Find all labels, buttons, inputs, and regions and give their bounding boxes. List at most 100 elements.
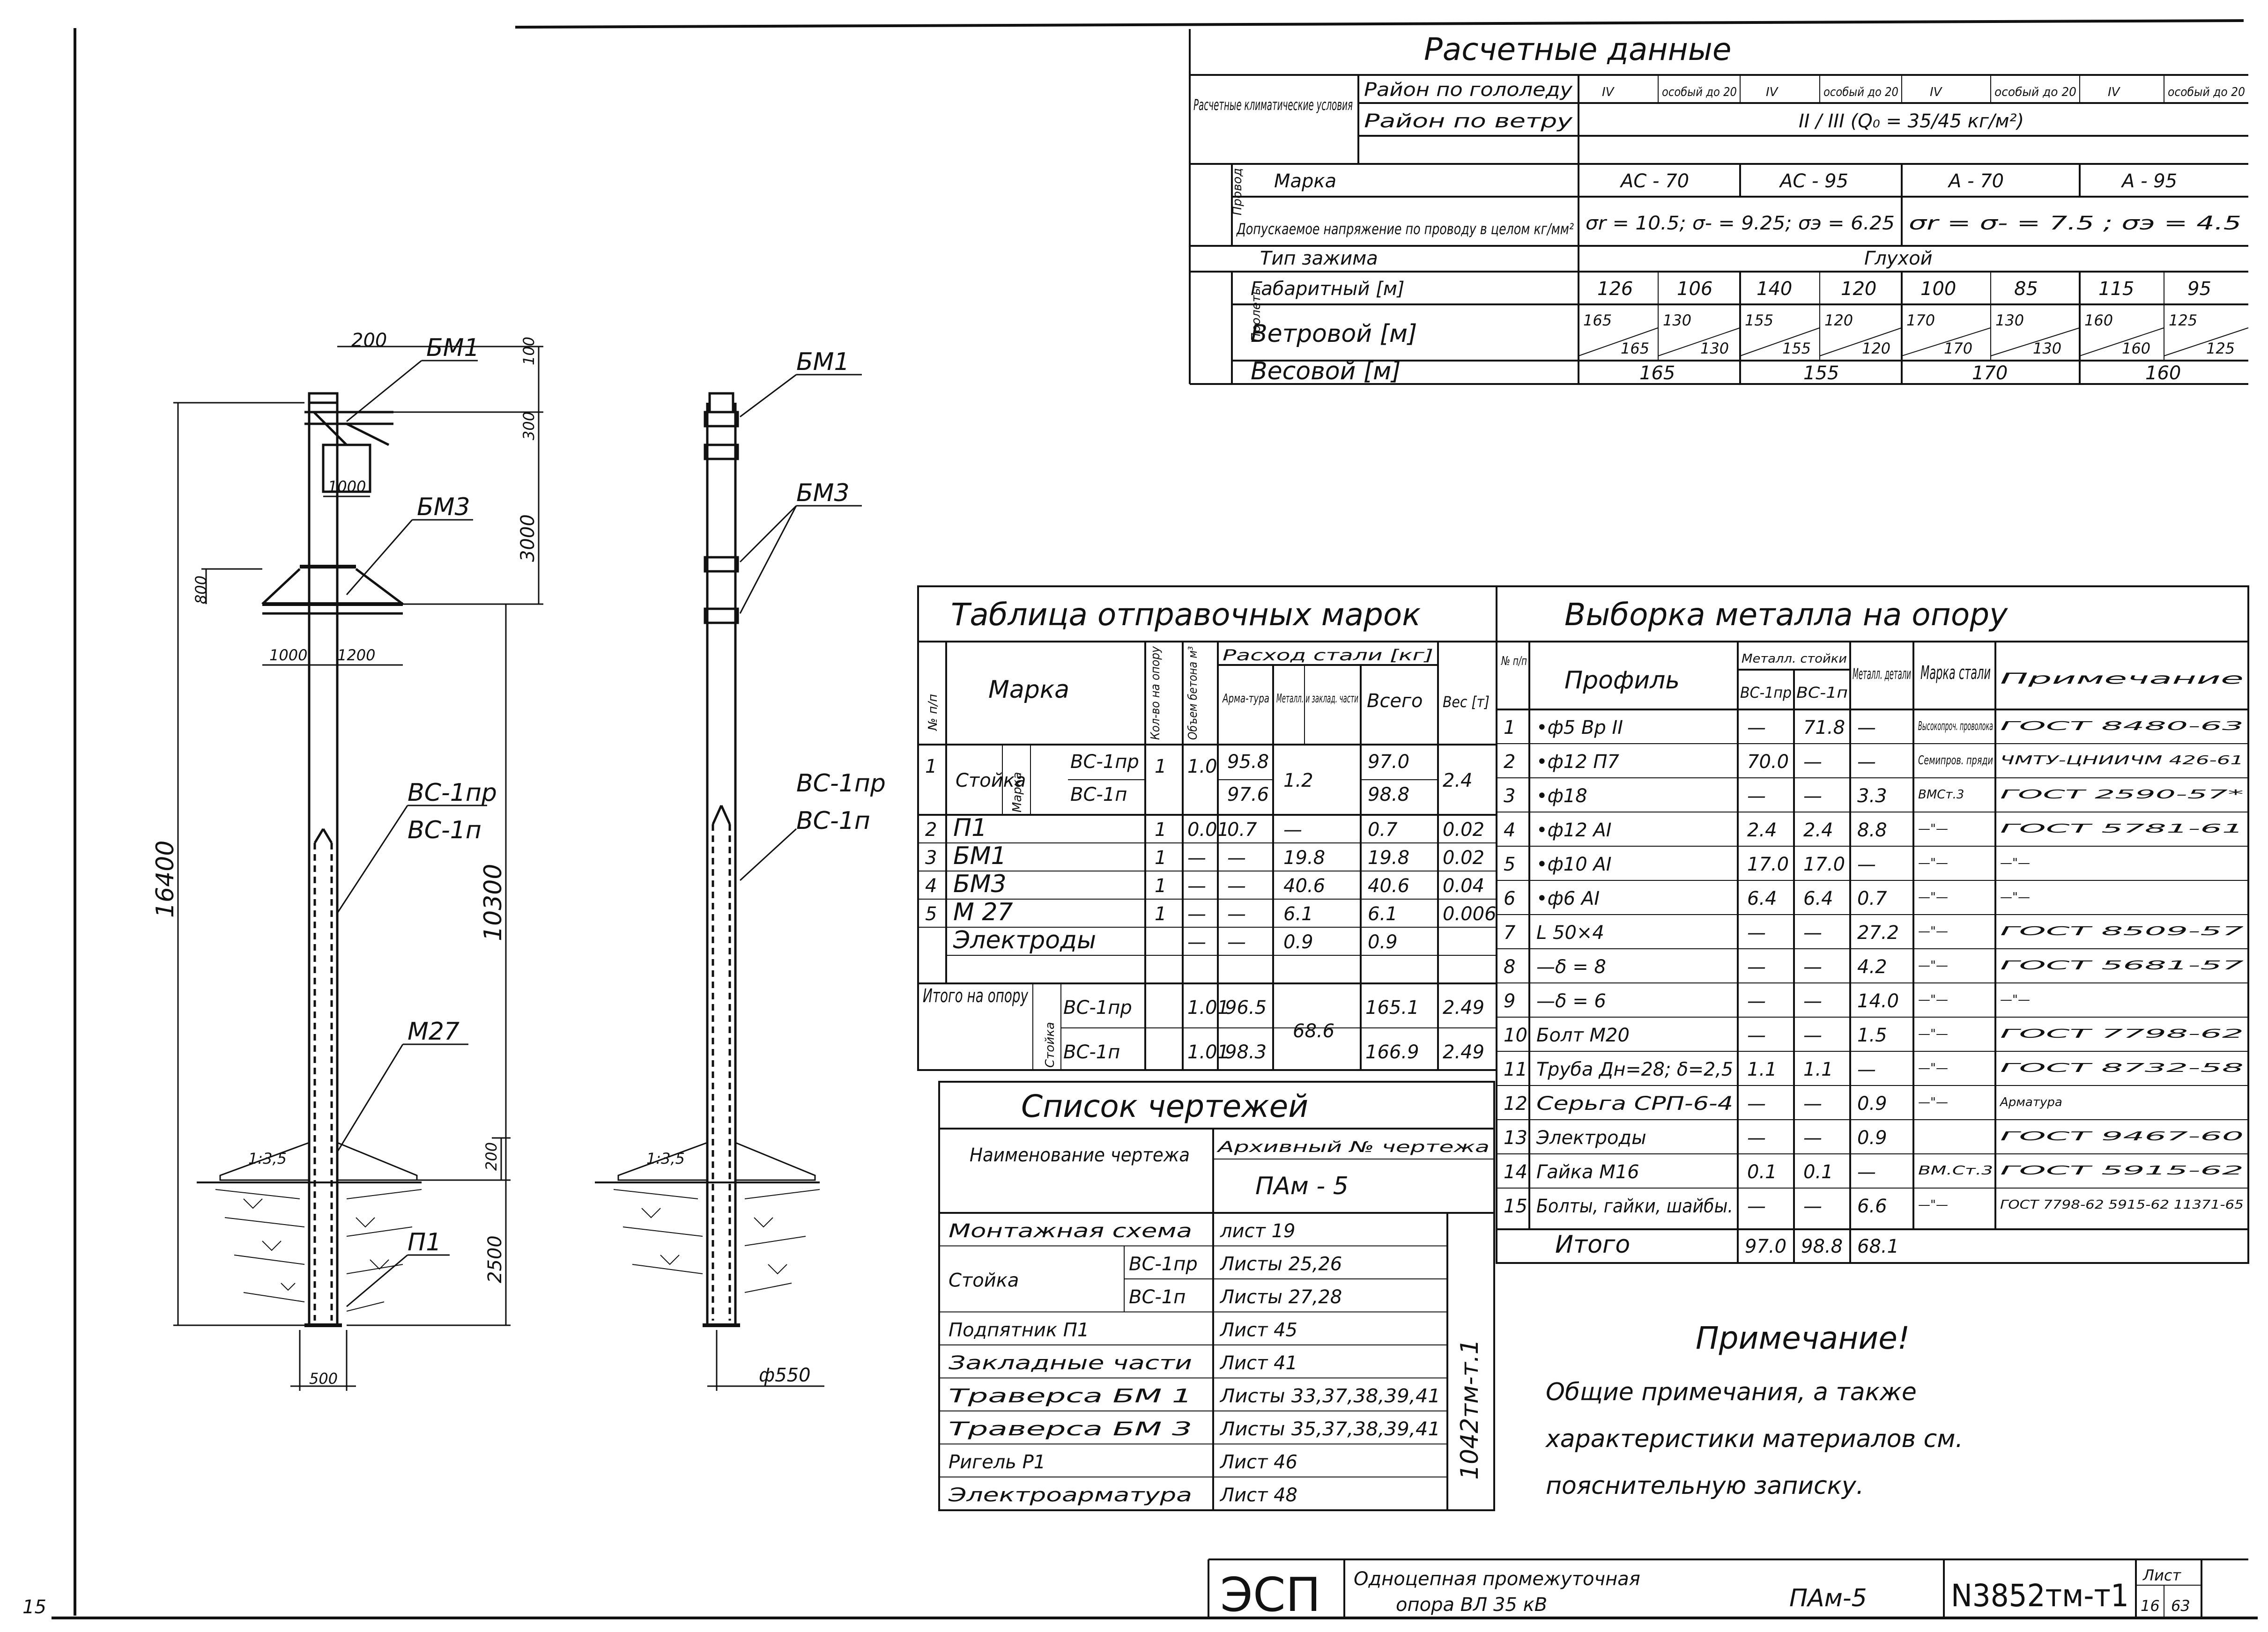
dispatch-row-vol: — [1187,875,1206,897]
svg-text:500: 500 [309,1370,338,1388]
svg-text:Металл. стойки: Металл. стойки [1742,652,1847,666]
svg-text:Марка: Марка [1010,772,1024,812]
dispatch-row-num: 4 [925,875,937,897]
dispatch-row-brand: М 27 [953,898,1013,926]
drawings-row-sheet: лист 19 [1220,1220,1295,1242]
metal-row-parts: 27.2 [1857,922,1899,944]
metal-row-num: 4 [1504,820,1515,841]
metal-row-parts: — [1857,854,1876,875]
dispatch-row-qty: 1 [1155,756,1166,777]
metal-row-vc1n: — [1803,1127,1822,1149]
metal-row-parts: 0.9 [1857,1127,1887,1149]
svg-text:155: 155 [1782,340,1811,357]
dispatch-row-qty: 1 [1155,847,1166,869]
svg-text:3000: 3000 [517,514,539,562]
metal-row-vc1np: 0.1 [1747,1161,1777,1183]
drawings-row-name: Электроарматура [948,1484,1192,1506]
metal-row-profile: Болт М20 [1536,1025,1630,1046]
dispatch-row-num: 3 [925,847,937,869]
dispatch-row-brand: ВС-1п [1070,784,1127,805]
svg-text:130: 130 [1663,311,1691,329]
svg-text:Арма-тура: Арма-тура [1222,692,1269,706]
metal-row-vc1np: 6.4 [1747,888,1777,909]
metal-row-profile: Серьга СРП-6-4 [1536,1093,1733,1115]
dispatch-row-arm: — [1227,847,1246,869]
svg-text:10300: 10300 [479,864,507,941]
metal-row-steel: —"— [1918,822,1948,836]
svg-text:115: 115 [2098,278,2134,300]
metal-row-vc1np: 1.1 [1747,1059,1777,1080]
svg-text:опора ВЛ 35 кВ: опора ВЛ 35 кВ [1396,1594,1547,1616]
dispatch-row-total: 19.8 [1368,847,1409,869]
svg-text:IV: IV [2108,85,2121,99]
metal-row-note: ГОСТ 7798-62 5915-62 11371-65 [2000,1198,2244,1212]
svg-text:Общие примечания, а также: Общие примечания, а также [1546,1378,1917,1406]
gab-label: Габаритный [м] [1251,278,1405,300]
metal-row-profile: •ф5 Вр II [1536,717,1623,738]
metal-row-note: —"— [2000,856,2030,870]
metal-row-num: 11 [1504,1059,1527,1080]
metal-row-vc1n: — [1803,956,1822,978]
svg-text:Вес [т]: Вес [т] [1443,693,1490,711]
svg-text:68.6: 68.6 [1293,1020,1334,1042]
metal-row-num: 13 [1504,1127,1527,1149]
svg-text:125: 125 [2206,340,2235,357]
metal-row-vc1np: — [1747,1127,1766,1149]
metal-row-steel: —"— [1918,924,1948,938]
metal-row-vc1n: 71.8 [1803,717,1845,738]
label-slope-right: 1:3,5 [646,1150,685,1167]
dispatch-row-metal: 6.1 [1283,903,1313,925]
metal-row-parts: 3.3 [1857,785,1887,807]
svg-text:170: 170 [1972,362,2008,384]
label-diameter: ф550 [759,1365,811,1386]
svg-text:ВС-1пр: ВС-1пр [1740,684,1792,702]
ice-region-label: Район по гололеду [1364,79,1573,101]
metal-row-num: 1 [1504,717,1515,738]
metal-row-steel: —"— [1918,890,1948,904]
metal-row-vc1n: 2.4 [1803,820,1833,841]
svg-text:Металл. детали: Металл. детали [1853,665,1911,683]
dispatch-title: Таблица отправочных марок [951,597,1421,633]
dispatch-row-qty: 1 [1155,819,1166,841]
svg-text:100: 100 [1920,278,1956,300]
metal-row-steel: —"— [1918,1027,1948,1041]
metal-row-vc1n: 6.4 [1803,888,1833,909]
dispatch-row-vol: 1.0 [1187,756,1217,777]
drawings-row-name: Монтажная схема [949,1220,1192,1242]
label-p1: П1 [408,1228,441,1256]
dispatch-row-mass: 0.04 [1443,875,1484,897]
metal-row-parts: 1.5 [1857,1025,1887,1046]
wind-region-value: II / III (Q₀ = 35/45 кг/м²) [1799,111,2024,132]
metal-row-parts: 14.0 [1857,990,1899,1012]
dispatch-row-vol: — [1187,847,1206,869]
metal-row-profile: •ф12 П7 [1536,751,1619,773]
dispatch-row-total: 98.8 [1368,784,1409,805]
svg-text:68.1: 68.1 [1857,1236,1899,1257]
metal-row-steel: Семипров. пряди [1918,753,1993,768]
metal-row-profile: •ф18 [1536,785,1587,807]
svg-text:АС - 95: АС - 95 [1779,170,1848,192]
metal-row-vc1n: — [1803,1196,1822,1217]
metal-row-vc1n: 0.1 [1803,1161,1833,1183]
metal-row-profile: —δ = 6 [1536,990,1606,1012]
svg-text:1.01: 1.01 [1187,997,1229,1019]
metal-row-vc1n: 1.1 [1803,1059,1833,1080]
svg-text:63: 63 [2171,1597,2190,1615]
metal-row-parts: — [1857,717,1876,738]
svg-text:165: 165 [1621,340,1649,357]
metal-row-profile: •ф6 АI [1536,888,1600,909]
svg-text:Стойка: Стойка [1043,1022,1057,1068]
metal-row-num: 15 [1504,1196,1527,1217]
svg-text:Марка стали: Марка стали [1920,662,1991,684]
metal-title: Выборка металла на опору [1564,597,2008,633]
metal-row-note: ГОСТ 5915-62 [2000,1164,2244,1178]
metal-row-note: ГОСТ 8480-63 [2000,719,2244,733]
svg-text:Марка: Марка [988,676,1069,704]
svg-text:Одноцепная промежуточная: Одноцепная промежуточная [1354,1568,1640,1590]
dispatch-row-arm: — [1227,903,1246,925]
drawings-row-name: Стойка [949,1270,1019,1292]
metal-row-profile: •ф12 АI [1536,820,1612,841]
metal-row-steel: —"— [1918,1095,1948,1109]
svg-text:2500: 2500 [484,1235,506,1283]
calc-title: Расчетные данные [1424,31,1732,67]
